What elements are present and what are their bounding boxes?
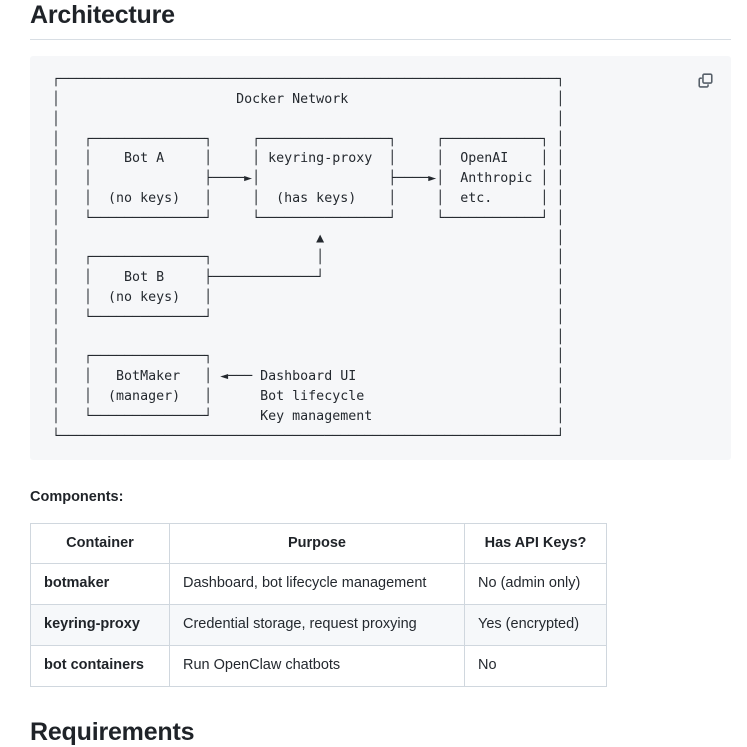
architecture-diagram-codeblock: ┌───────────────────────────────────────… [30,56,731,461]
column-header-container: Container [30,522,170,565]
requirements-title: Requirements [30,717,195,746]
table-row: botmaker Dashboard, bot lifecycle manage… [30,563,607,606]
cell-container: botmaker [30,563,170,606]
table-row: keyring-proxy Credential storage, reques… [30,604,607,646]
table-header-row: Container Purpose Has API Keys? [30,522,607,565]
components-label: Components: [30,489,124,506]
cell-container: bot containers [30,644,170,687]
page-title: Architecture [30,1,175,29]
table-row: bot containers Run OpenClaw chatbots No [30,644,607,687]
title-divider [30,39,731,41]
cell-has-api-keys: No [464,644,607,687]
cell-container: keyring-proxy [30,604,170,646]
column-header-purpose: Purpose [169,522,465,565]
cell-has-api-keys: Yes (encrypted) [464,604,607,646]
cell-purpose: Run OpenClaw chatbots [169,644,465,687]
cell-purpose: Dashboard, bot lifecycle management [169,563,465,606]
cell-purpose: Credential storage, request proxying [169,604,465,646]
cell-has-api-keys: No (admin only) [464,563,607,606]
copy-icon [697,72,714,89]
components-table: Container Purpose Has API Keys? botmaker… [30,522,607,687]
column-header-has-api-keys: Has API Keys? [464,522,607,565]
copy-button[interactable] [691,66,719,94]
architecture-ascii-diagram: ┌───────────────────────────────────────… [52,72,565,444]
